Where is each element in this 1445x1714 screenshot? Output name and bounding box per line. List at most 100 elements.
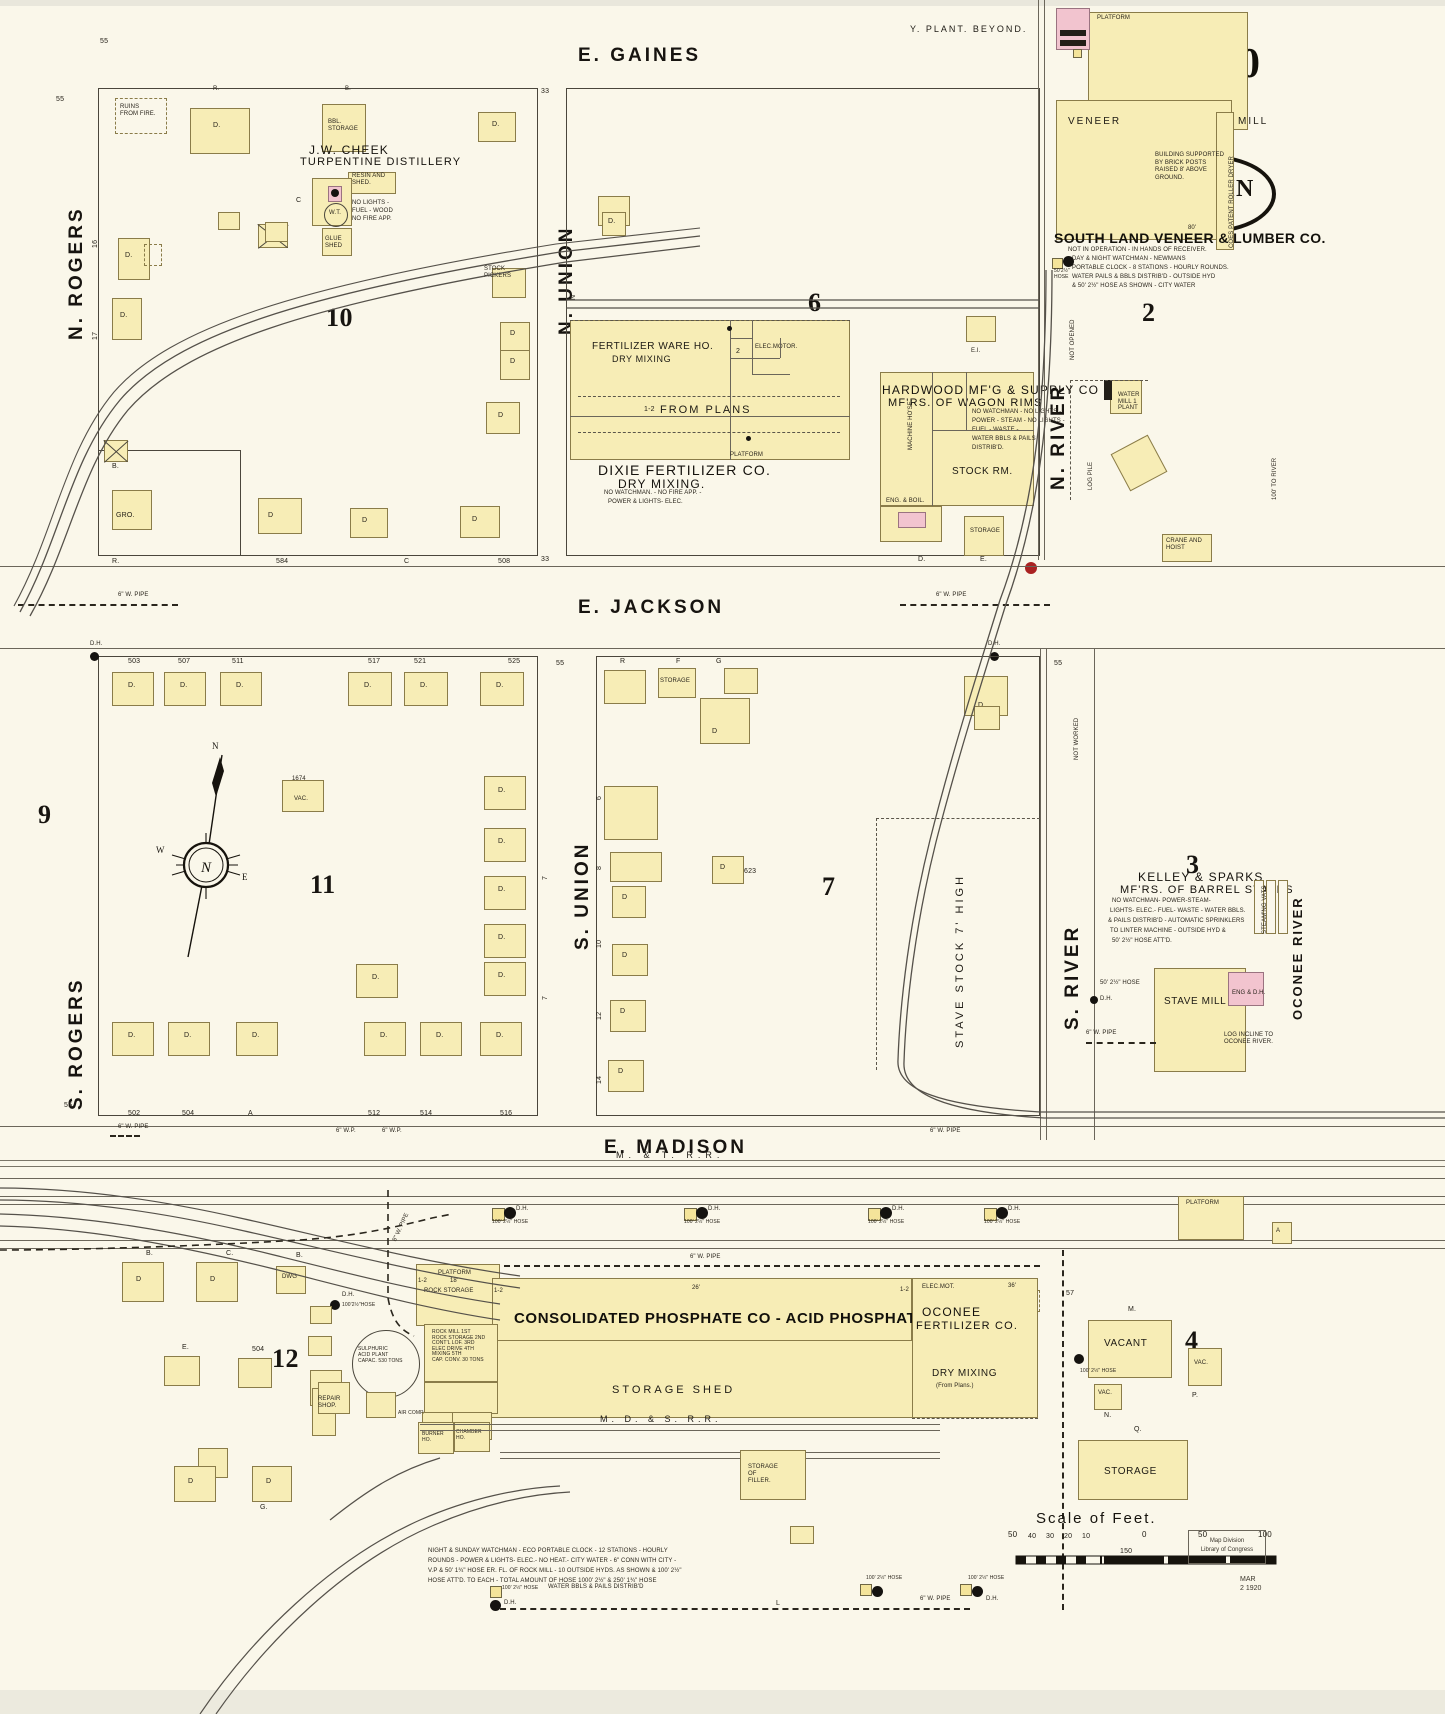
label-kelley-note3: & PAILS DISTRIB'D - AUTOMATIC SPRINKLERS bbox=[1108, 918, 1245, 924]
building-oconee-fertilizer bbox=[912, 1278, 1038, 1418]
label-gro: GRO. bbox=[116, 512, 135, 519]
lot-num-b7-14: 14 bbox=[596, 1075, 603, 1084]
lot-num-16: 16 bbox=[92, 239, 99, 248]
label-southland-note3: PORTABLE CLOCK - 8 STATIONS - HOURLY ROU… bbox=[1072, 265, 1229, 271]
lot-letter-d10: D bbox=[268, 512, 274, 519]
block-number-7: 7 bbox=[822, 872, 836, 901]
building-platform-b4 bbox=[1178, 1196, 1244, 1240]
label-dh-b11: D.H. bbox=[90, 641, 103, 647]
label-6in-pipe-6: 6" W.P. bbox=[382, 1128, 402, 1134]
hydrant-b4 bbox=[1074, 1354, 1084, 1364]
label-hose-2: 100' 2½" HOSE bbox=[684, 1219, 721, 1225]
building-b7-4b bbox=[974, 706, 1000, 730]
block-number-2: 2 bbox=[1142, 298, 1156, 327]
building-b11-11 bbox=[484, 962, 526, 996]
label-mtrr: M. & T. R.R. bbox=[616, 1150, 725, 1160]
lot-letter-b11-2: D. bbox=[180, 682, 188, 689]
lot-letter-b7-G: G bbox=[716, 658, 722, 665]
building-small-1 bbox=[218, 212, 240, 230]
lot-letter-b11-6: D. bbox=[496, 682, 504, 689]
label-oconee-from-plans: (From Plans.) bbox=[936, 1383, 974, 1389]
lot-num-a: R. bbox=[112, 558, 120, 565]
building-b11-1 bbox=[112, 672, 154, 706]
vat-1 bbox=[1254, 880, 1264, 934]
hydrant-dot-1 bbox=[504, 1207, 516, 1219]
svg-text:N: N bbox=[200, 860, 212, 876]
hydrant-dot-7 bbox=[972, 1586, 983, 1597]
scale-tick-0: 0 bbox=[1142, 1530, 1147, 1539]
label-storage-shed: STORAGE SHED bbox=[612, 1384, 736, 1396]
label-vacant-b4: VACANT bbox=[1104, 1338, 1148, 1349]
label-consolidated-name: CONSOLIDATED PHOSPHATE CO - ACID PHOSPHA… bbox=[514, 1310, 927, 1327]
label-kelley-name2: MF'RS. OF BARREL STAVES bbox=[1120, 884, 1294, 896]
lot-letter-b: B. bbox=[345, 86, 351, 92]
building-d-3-annex bbox=[144, 244, 162, 266]
river-marker-dot bbox=[1025, 562, 1037, 574]
lot-letter-b11-12: D. bbox=[372, 974, 380, 981]
lot-letter-d2: D. bbox=[492, 121, 500, 128]
scale-tick-150: 150 bbox=[1120, 1548, 1133, 1555]
block-11-outline bbox=[98, 656, 538, 1116]
lot-num-55b: 55 bbox=[100, 38, 109, 45]
lot-num-623: 623 bbox=[744, 868, 757, 875]
lot-letter-b12-d1: D bbox=[136, 1276, 142, 1283]
label-hose-6: 100' 2½" HOSE bbox=[866, 1575, 903, 1581]
label-dh-3: D.H. bbox=[892, 1206, 905, 1212]
lot-letter-b11-4: D. bbox=[364, 682, 372, 689]
label-hose-b4: 100' 2½" HOSE bbox=[1080, 1368, 1117, 1374]
building-d-12 bbox=[460, 506, 500, 538]
label-6in-pipe-9: 6" W. PIPE bbox=[920, 1596, 951, 1602]
lot-num-33b: 33 bbox=[541, 556, 550, 563]
lot-num-b7-10: 10 bbox=[596, 939, 603, 948]
mar-stamp-line1: MAR bbox=[1240, 1576, 1256, 1583]
building-d-1 bbox=[190, 108, 250, 154]
building-b12-aux2 bbox=[366, 1392, 396, 1418]
lot-letter-b11-16: D. bbox=[380, 1032, 388, 1039]
label-southland-note1: NOT IN OPERATION - IN HANDS OF RECEIVER. bbox=[1068, 247, 1207, 253]
lot-num-504: 504 bbox=[182, 1110, 195, 1117]
lot-letter-L: L bbox=[776, 1600, 781, 1607]
block-number-9: 9 bbox=[38, 800, 52, 829]
street-e-jackson: E. JACKSON bbox=[578, 597, 725, 618]
block-number-3: 3 bbox=[1186, 850, 1200, 879]
building-storage-shed bbox=[470, 1340, 914, 1418]
label-oconee-name2: FERTILIZER CO. bbox=[916, 1320, 1019, 1332]
building-b7-storage bbox=[658, 668, 696, 698]
hydrant-b11-nw bbox=[90, 652, 99, 661]
label-oconee-name1: OCONEE bbox=[922, 1305, 982, 1319]
still-dot bbox=[331, 189, 339, 197]
paper-edge-top bbox=[0, 0, 1445, 6]
lot-letter-d4: D. bbox=[120, 312, 128, 319]
hydrant-sq-7 bbox=[960, 1584, 972, 1596]
lot-letter-b11-17: D. bbox=[436, 1032, 444, 1039]
lot-num-17: 17 bbox=[92, 331, 99, 340]
building-b12-6 bbox=[164, 1356, 200, 1386]
label-dh-6: D.H. bbox=[986, 1596, 999, 1602]
lot-num-511: 511 bbox=[232, 658, 244, 665]
lot-letter-b11-1: D. bbox=[128, 682, 136, 689]
lot-num-521: 521 bbox=[414, 658, 427, 665]
label-hose-4: 100' 2½" HOSE bbox=[984, 1219, 1021, 1225]
label-stave-mill: STAVE MILL bbox=[1164, 996, 1227, 1007]
label-kelley-note2: LIGHTS- ELEC.- FUEL- WASTE - WATER BBLS. bbox=[1110, 908, 1246, 914]
label-southland-note2: DAY & NIGHT WATCHMAN - NEWMANS bbox=[1072, 256, 1186, 262]
label-hardwood-note4: WATER BBLS & PAILS bbox=[972, 436, 1036, 442]
building-burner-ho bbox=[418, 1422, 454, 1454]
lot-num-b7-8: 8 bbox=[596, 865, 603, 870]
label-dixie-ware-ho: FERTILIZER WARE HO. bbox=[592, 341, 714, 352]
label-steaming-vats: STEAM'NG VATS bbox=[1262, 885, 1268, 934]
lot-num-A: A bbox=[248, 1110, 253, 1117]
lot-letter-b11-11: D. bbox=[498, 972, 506, 979]
label-air-comp: AIR COMP. bbox=[398, 1410, 425, 1416]
label-elec-motor-oconee: ELEC.MOT. bbox=[922, 1284, 955, 1290]
label-dixie-1-2: 1-2 bbox=[644, 406, 655, 413]
lot-letter-b4-Q: Q. bbox=[1134, 1426, 1142, 1433]
lot-letter-b11-9: D. bbox=[498, 886, 506, 893]
label-southland-mill: MILL bbox=[1238, 116, 1269, 127]
street-e-madison: E. MADISON bbox=[604, 1137, 747, 1158]
building-b12-2 bbox=[196, 1262, 238, 1302]
lot-letter-b7-d7: D bbox=[618, 1068, 624, 1075]
building-d-2 bbox=[478, 112, 516, 142]
